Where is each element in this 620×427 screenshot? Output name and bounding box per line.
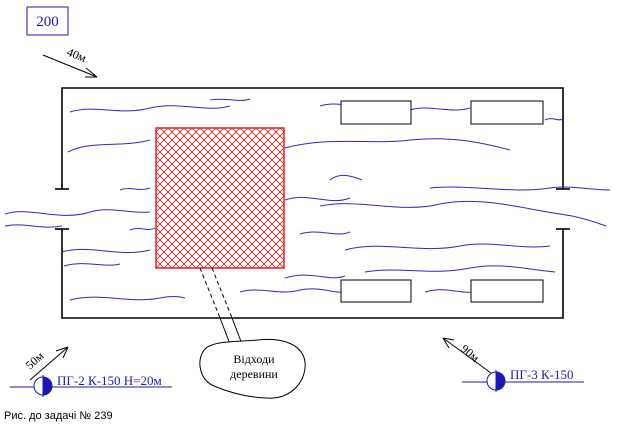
waste-chute	[199, 267, 243, 345]
rectangle-bottom-middle	[340, 279, 412, 303]
hydrant-right-label: ПГ-3 К-150	[510, 367, 573, 382]
figure-number: 200	[36, 14, 59, 30]
hydrant-right-symbol	[462, 370, 584, 392]
rectangle-top-right	[470, 100, 544, 125]
arrow-bottom-left	[29, 346, 69, 381]
figure-number-box	[26, 6, 69, 36]
rectangle-bottom-right	[470, 279, 544, 303]
water-streams	[4, 98, 611, 301]
figure-caption: Рис. до задачі № 239	[4, 410, 113, 422]
arrow-top-left	[42, 54, 98, 78]
rectangle-top-middle	[340, 100, 412, 125]
waste-label-line-1: Відходи	[233, 352, 275, 366]
building-outline	[55, 87, 570, 319]
hydrant-left-symbol	[10, 375, 172, 397]
distance-label-bottom-right: 90м	[458, 342, 482, 366]
distance-label-top-left: 40м	[65, 45, 89, 65]
waste-pile	[199, 338, 306, 399]
arrow-bottom-right	[442, 337, 496, 377]
waste-label-line-2: деревини	[230, 367, 278, 381]
hatched-storage-zone	[155, 127, 285, 269]
hydrant-left-label: ПГ-2 К-150 Н=20м	[57, 373, 162, 388]
